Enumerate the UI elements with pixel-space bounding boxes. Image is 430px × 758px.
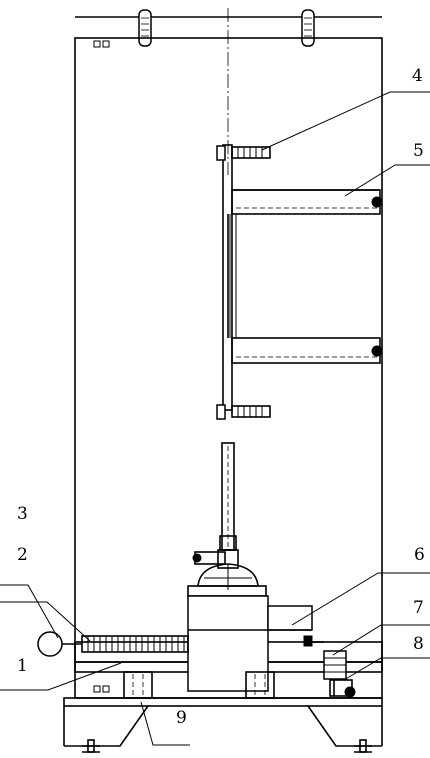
bolt-head — [371, 345, 383, 357]
callout-5: 5 — [413, 141, 424, 161]
dome-adjuster — [187, 535, 267, 597]
callout-4: 4 — [412, 66, 423, 86]
small-bracket-bottom — [93, 685, 110, 693]
callout-8: 8 — [413, 634, 424, 654]
base-stand — [63, 697, 383, 753]
screw-spindle — [37, 631, 189, 657]
callout-6: 6 — [414, 545, 425, 565]
foot-left — [82, 739, 100, 753]
top-rail — [75, 9, 382, 47]
callout-7: 7 — [413, 598, 424, 618]
callout-2: 2 — [17, 545, 28, 565]
upper-spring — [216, 145, 271, 161]
bolt-head — [371, 196, 383, 208]
foot-right — [354, 739, 372, 753]
side-clamp — [303, 635, 356, 698]
lower-spring — [216, 404, 271, 420]
callout-3: 3 — [17, 504, 28, 524]
small-bracket-top — [93, 40, 110, 48]
vertical-rod — [221, 442, 235, 551]
leader-lines — [0, 91, 430, 746]
clamp-plate-assembly — [222, 144, 383, 411]
callout-9: 9 — [176, 708, 187, 728]
central-block — [187, 595, 313, 692]
callout-1: 1 — [17, 656, 28, 676]
callout-numbers: 4 5 3 2 1 6 7 8 9 — [17, 66, 425, 728]
